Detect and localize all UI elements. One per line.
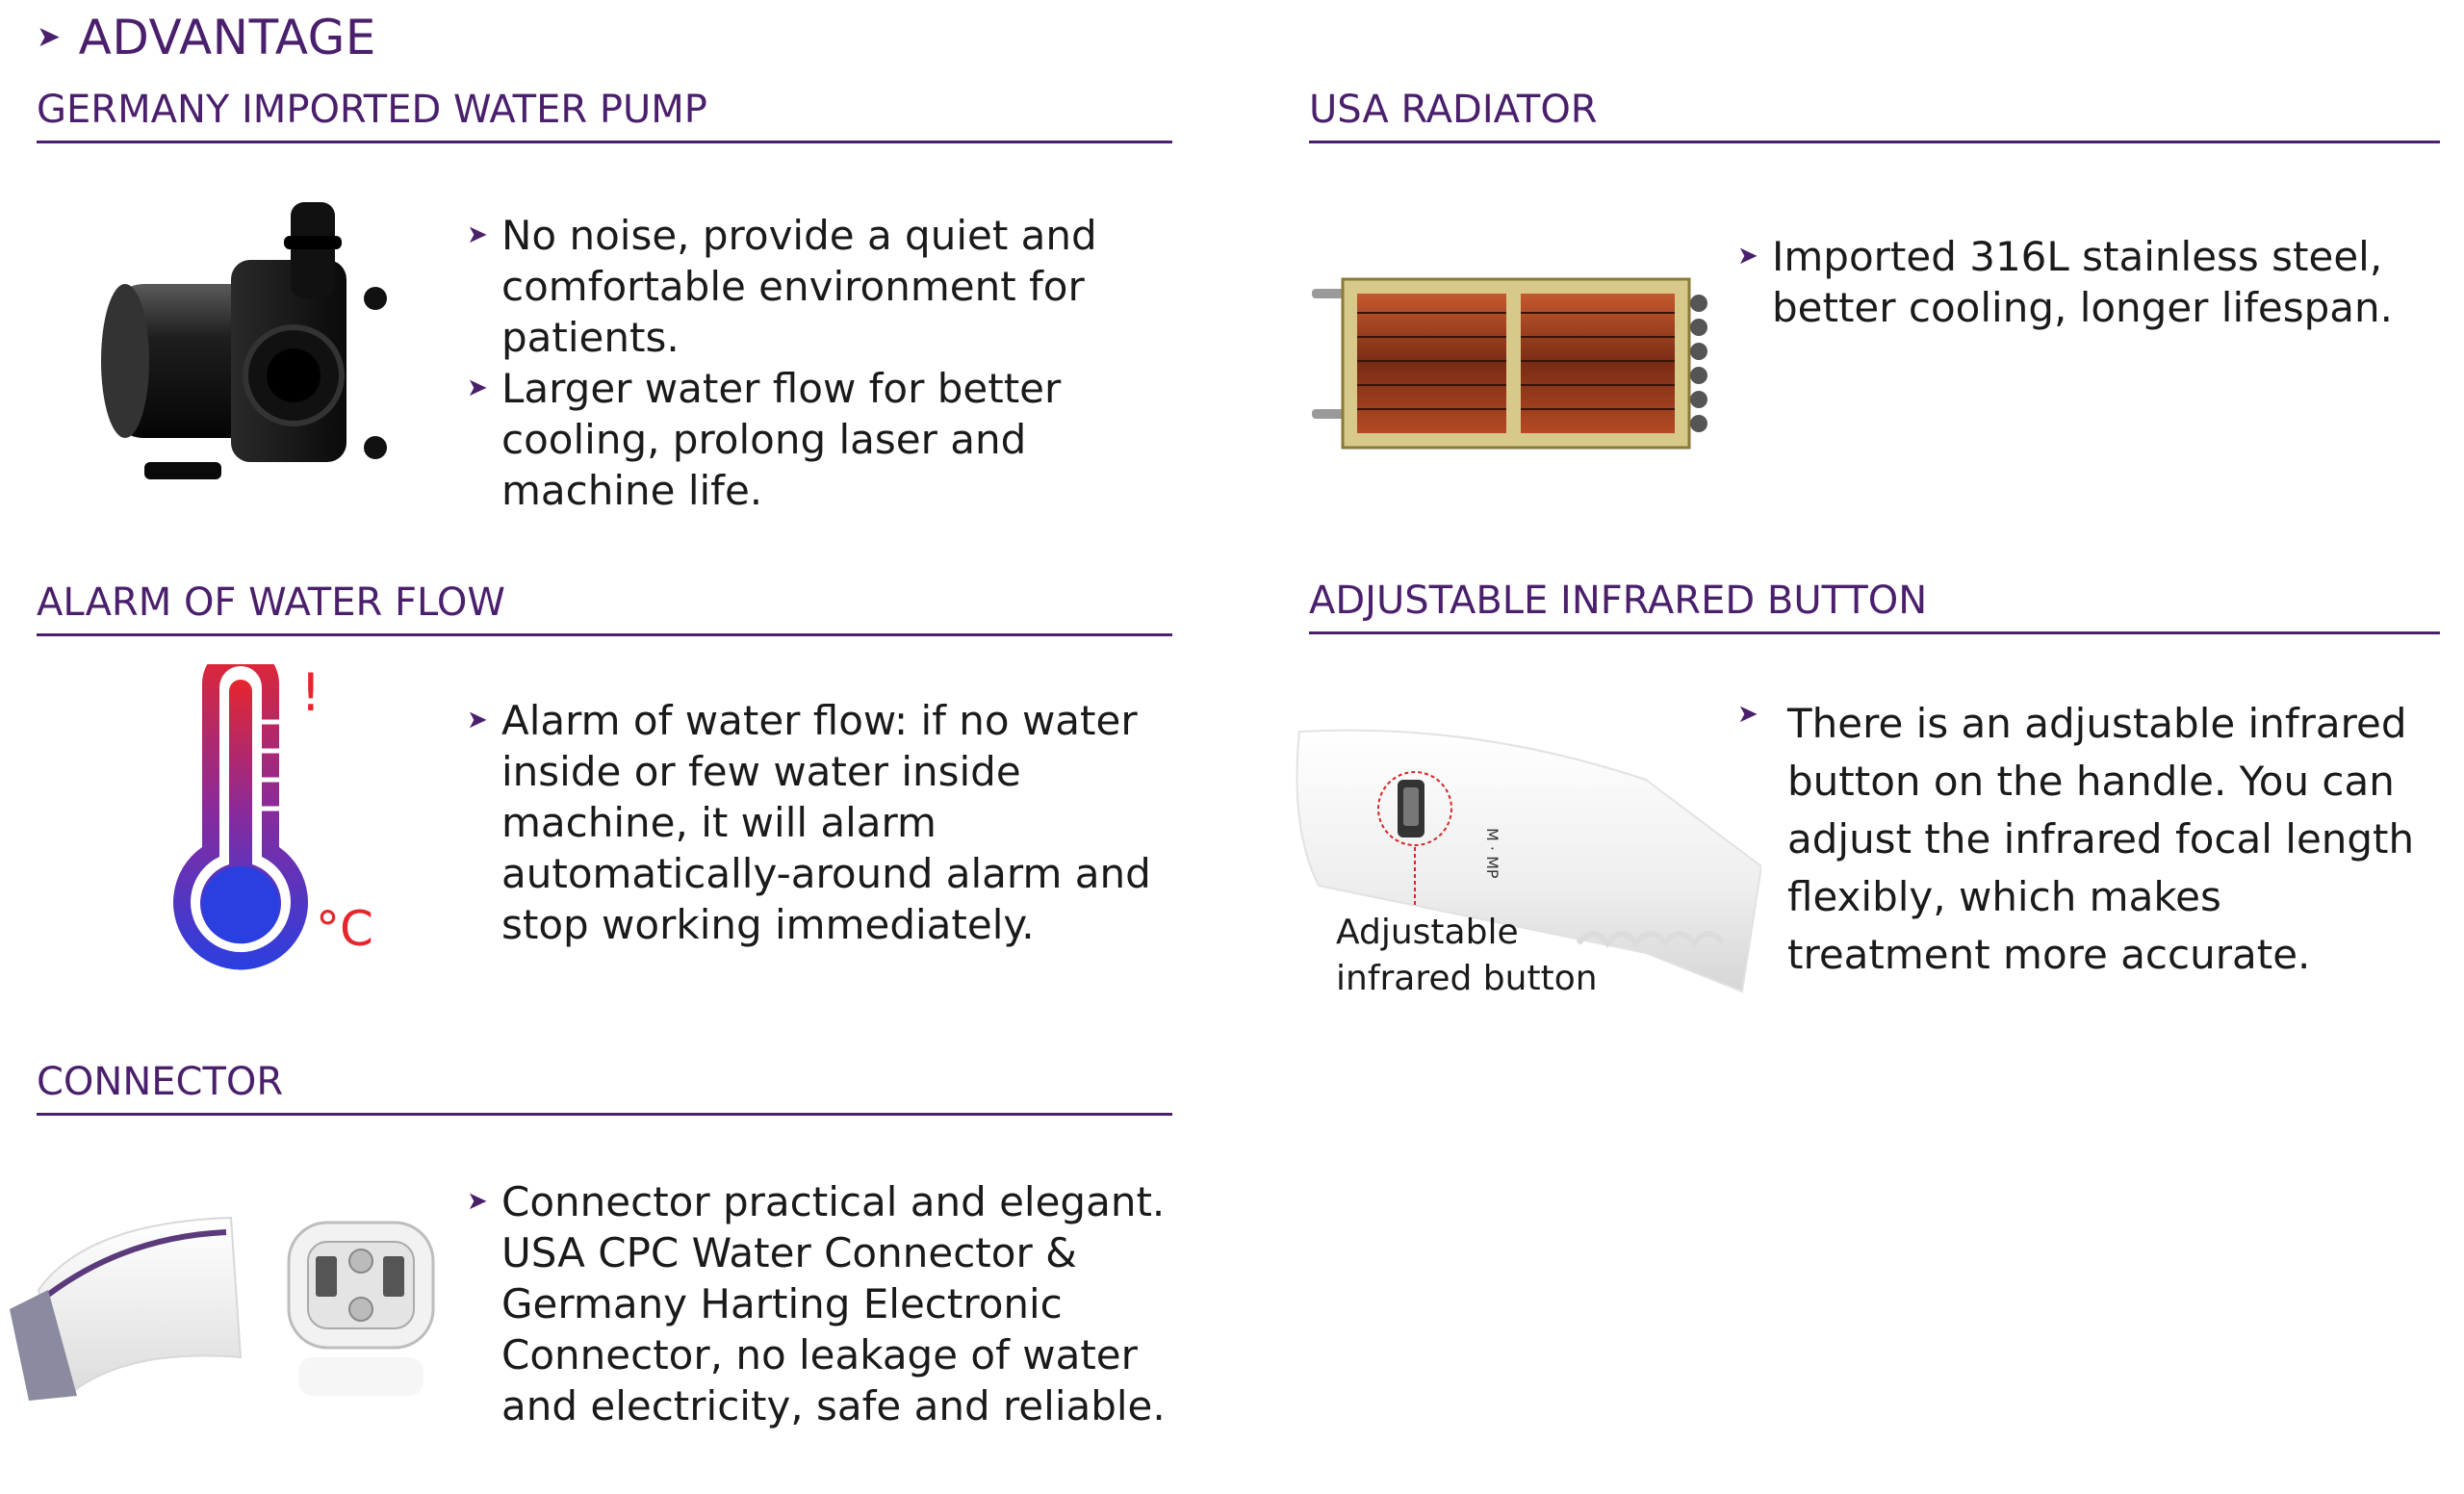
- bullet-item: ➤Larger water flow for better cooling, p…: [467, 365, 1062, 514]
- section-divider: [1309, 141, 2440, 143]
- page-title: ➤ ADVANTAGE: [37, 8, 376, 67]
- section-divider: [37, 633, 1172, 636]
- alarm-exclaim: !: [300, 662, 321, 723]
- section-title-connector: CONNECTOR: [37, 1060, 284, 1104]
- celsius-label: °C: [316, 901, 373, 957]
- arrow-icon: ➤: [467, 706, 488, 734]
- bullet-item: ➤Imported 316L stainless steel, better c…: [1737, 233, 2394, 331]
- section-title-pump: GERMANY IMPORTED WATER PUMP: [37, 88, 707, 132]
- section-title-infrared: ADJUSTABLE INFRARED BUTTON: [1309, 579, 1928, 623]
- alarm-bullets: ➤Alarm of water flow: if no water inside…: [467, 695, 1160, 950]
- connector-bullets: ➤Connector practical and elegant. USA CP…: [467, 1176, 1218, 1431]
- infrared-caption: Adjustable infrared button: [1336, 913, 1598, 998]
- arrow-icon: ➤: [1737, 242, 1758, 270]
- section-divider: [37, 1113, 1172, 1116]
- thermometer-icon: [173, 664, 308, 970]
- bullet-item: ➤Connector practical and elegant. USA CP…: [467, 1178, 1166, 1430]
- page-title-text: ADVANTAGE: [78, 10, 376, 65]
- water-pump-image: [101, 202, 387, 479]
- handle-image: M · MP: [1296, 729, 1761, 993]
- handle-mark: M · MP: [1483, 828, 1502, 879]
- infrared-bullets: ➤There is an adjustable infrared button …: [1737, 695, 2430, 984]
- arrow-icon: ➤: [467, 374, 488, 402]
- section-title-alarm: ALARM OF WATER FLOW: [37, 580, 505, 625]
- arrow-icon: ➤: [37, 20, 62, 54]
- section-divider: [1309, 631, 2440, 634]
- arrow-icon: ➤: [1737, 700, 1758, 729]
- pump-bullets: ➤No noise, provide a quiet and comfortab…: [467, 210, 1160, 516]
- radiator-bullets: ➤Imported 316L stainless steel, better c…: [1737, 231, 2430, 333]
- radiator-image: [1312, 277, 1707, 450]
- section-title-radiator: USA RADIATOR: [1309, 88, 1598, 132]
- section-divider: [37, 141, 1172, 143]
- arrow-icon: ➤: [467, 1187, 488, 1216]
- connector-image: [10, 1216, 435, 1401]
- arrow-icon: ➤: [467, 220, 488, 249]
- bullet-item: ➤No noise, provide a quiet and comfortab…: [467, 212, 1097, 361]
- bullet-item: ➤There is an adjustable infrared button …: [1737, 695, 2430, 984]
- bullet-item: ➤Alarm of water flow: if no water inside…: [467, 697, 1151, 948]
